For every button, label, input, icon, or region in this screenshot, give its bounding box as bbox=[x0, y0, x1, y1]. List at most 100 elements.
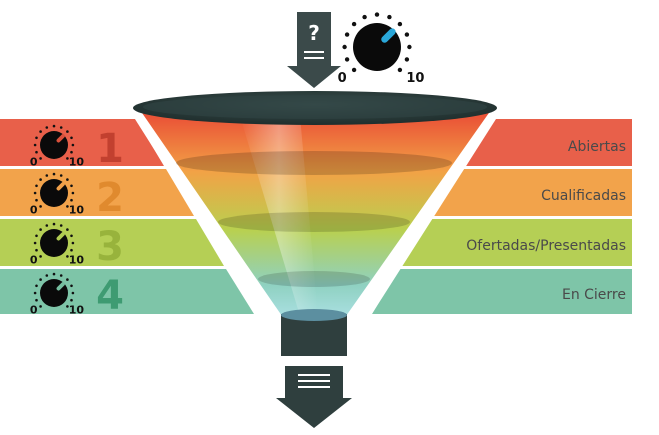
dial-tick bbox=[35, 234, 38, 238]
funnel-ring-3 bbox=[258, 271, 370, 287]
dial-tick bbox=[33, 143, 37, 147]
dial-tick bbox=[70, 198, 73, 202]
dial-tick bbox=[59, 174, 63, 177]
dial-tick bbox=[33, 191, 37, 195]
dial-tick bbox=[351, 21, 357, 27]
dial-tick bbox=[407, 44, 412, 50]
dial-tick bbox=[66, 255, 69, 258]
dial-tick bbox=[387, 14, 392, 20]
funnel-ring-2 bbox=[218, 212, 410, 232]
intake-question-mark: ? bbox=[308, 21, 320, 45]
stage-label-4: En Cierre bbox=[562, 287, 626, 303]
dial-tick bbox=[35, 284, 38, 288]
dial-tick bbox=[70, 150, 73, 154]
dial-tick bbox=[45, 224, 49, 227]
dial-tick bbox=[33, 291, 37, 295]
dial-tick bbox=[342, 44, 347, 50]
dial-tick bbox=[39, 305, 42, 308]
dial-tick bbox=[52, 272, 56, 276]
dial-tick bbox=[374, 12, 380, 17]
funnel-shine bbox=[240, 116, 318, 316]
dial-tick bbox=[39, 205, 42, 208]
dial-tick bbox=[404, 32, 410, 37]
stage-number-2: 2 bbox=[96, 175, 124, 221]
dial-tick bbox=[70, 298, 73, 302]
dial-tick bbox=[39, 178, 42, 181]
dial-tick bbox=[351, 67, 357, 73]
dial-tick bbox=[70, 284, 73, 288]
dial-tick bbox=[344, 57, 350, 62]
dial-tick bbox=[35, 198, 38, 202]
dial-tick bbox=[70, 234, 73, 238]
dial-indicator bbox=[56, 182, 65, 191]
dial-tick bbox=[39, 130, 42, 133]
stage-label-2: Cualificadas bbox=[541, 188, 626, 204]
dial-max-label: 10 bbox=[69, 303, 85, 316]
dial-tick bbox=[397, 67, 403, 73]
funnel-cone bbox=[140, 110, 491, 316]
dial-tick bbox=[52, 172, 56, 176]
dial-tick bbox=[59, 274, 63, 277]
dial-tick bbox=[66, 305, 69, 308]
dial-min-label: 0 bbox=[30, 203, 38, 216]
dial-tick bbox=[39, 278, 42, 281]
dial-tick bbox=[70, 248, 73, 252]
dial-tick bbox=[71, 143, 75, 147]
dial-indicator bbox=[56, 232, 65, 241]
dial-tick bbox=[66, 228, 69, 231]
dial-tick bbox=[45, 174, 49, 177]
output-arrow bbox=[276, 366, 352, 428]
dial-indicator bbox=[56, 282, 65, 291]
dial-tick bbox=[52, 124, 56, 128]
dial-min-label: 0 bbox=[30, 303, 38, 316]
dial-tick bbox=[39, 157, 42, 160]
stage-band-4-left bbox=[0, 269, 254, 314]
dial-tick bbox=[404, 57, 410, 62]
stage-number-1: 1 bbox=[96, 126, 124, 172]
stage-band-3-right bbox=[402, 219, 632, 266]
dial-min-label: 0 bbox=[30, 253, 38, 266]
funnel-rim-inner bbox=[143, 95, 487, 119]
dial-tick bbox=[45, 126, 49, 129]
dial-min-label: 0 bbox=[30, 155, 38, 168]
dial-tick bbox=[33, 241, 37, 245]
dial-tick bbox=[71, 241, 75, 245]
funnel-gap-left bbox=[128, 108, 282, 320]
dial-max-label: 10 bbox=[69, 253, 85, 266]
funnel-gap-right bbox=[348, 108, 503, 320]
dial-max-label: 10 bbox=[69, 155, 85, 168]
dial-max-label: 10 bbox=[406, 71, 424, 86]
dial-tick bbox=[45, 274, 49, 277]
dial-tick bbox=[35, 298, 38, 302]
dial-tick bbox=[35, 248, 38, 252]
dial-tick bbox=[70, 184, 73, 188]
stage-label-1: Abiertas bbox=[568, 139, 626, 155]
dial-tick bbox=[344, 32, 350, 37]
funnel-spout-top bbox=[281, 309, 347, 321]
dial-tick bbox=[35, 184, 38, 188]
stage-dial-1: 0 10 bbox=[30, 124, 85, 168]
dial-indicator bbox=[56, 134, 65, 143]
dial-tick bbox=[59, 126, 63, 129]
stage-band-1-right bbox=[466, 119, 632, 166]
dial-tick bbox=[59, 224, 63, 227]
stage-number-3: 3 bbox=[96, 224, 124, 270]
dial-tick bbox=[66, 205, 69, 208]
intake-dial: 0 10 bbox=[338, 12, 424, 86]
stage-dial-4: 0 10 bbox=[30, 272, 85, 316]
stage-band-4-right bbox=[372, 269, 632, 314]
dial-indicator bbox=[381, 28, 396, 43]
dial-tick bbox=[362, 14, 367, 20]
dial-min-label: 0 bbox=[338, 71, 347, 86]
stage-number-4: 4 bbox=[96, 273, 124, 319]
dial-tick bbox=[66, 157, 69, 160]
dial-tick bbox=[35, 150, 38, 154]
stage-dial-3: 0 10 bbox=[30, 222, 85, 266]
dial-tick bbox=[71, 191, 75, 195]
stage-label-3: Ofertadas/Presentadas bbox=[466, 238, 626, 254]
dial-tick bbox=[39, 228, 42, 231]
dial-tick bbox=[66, 278, 69, 281]
